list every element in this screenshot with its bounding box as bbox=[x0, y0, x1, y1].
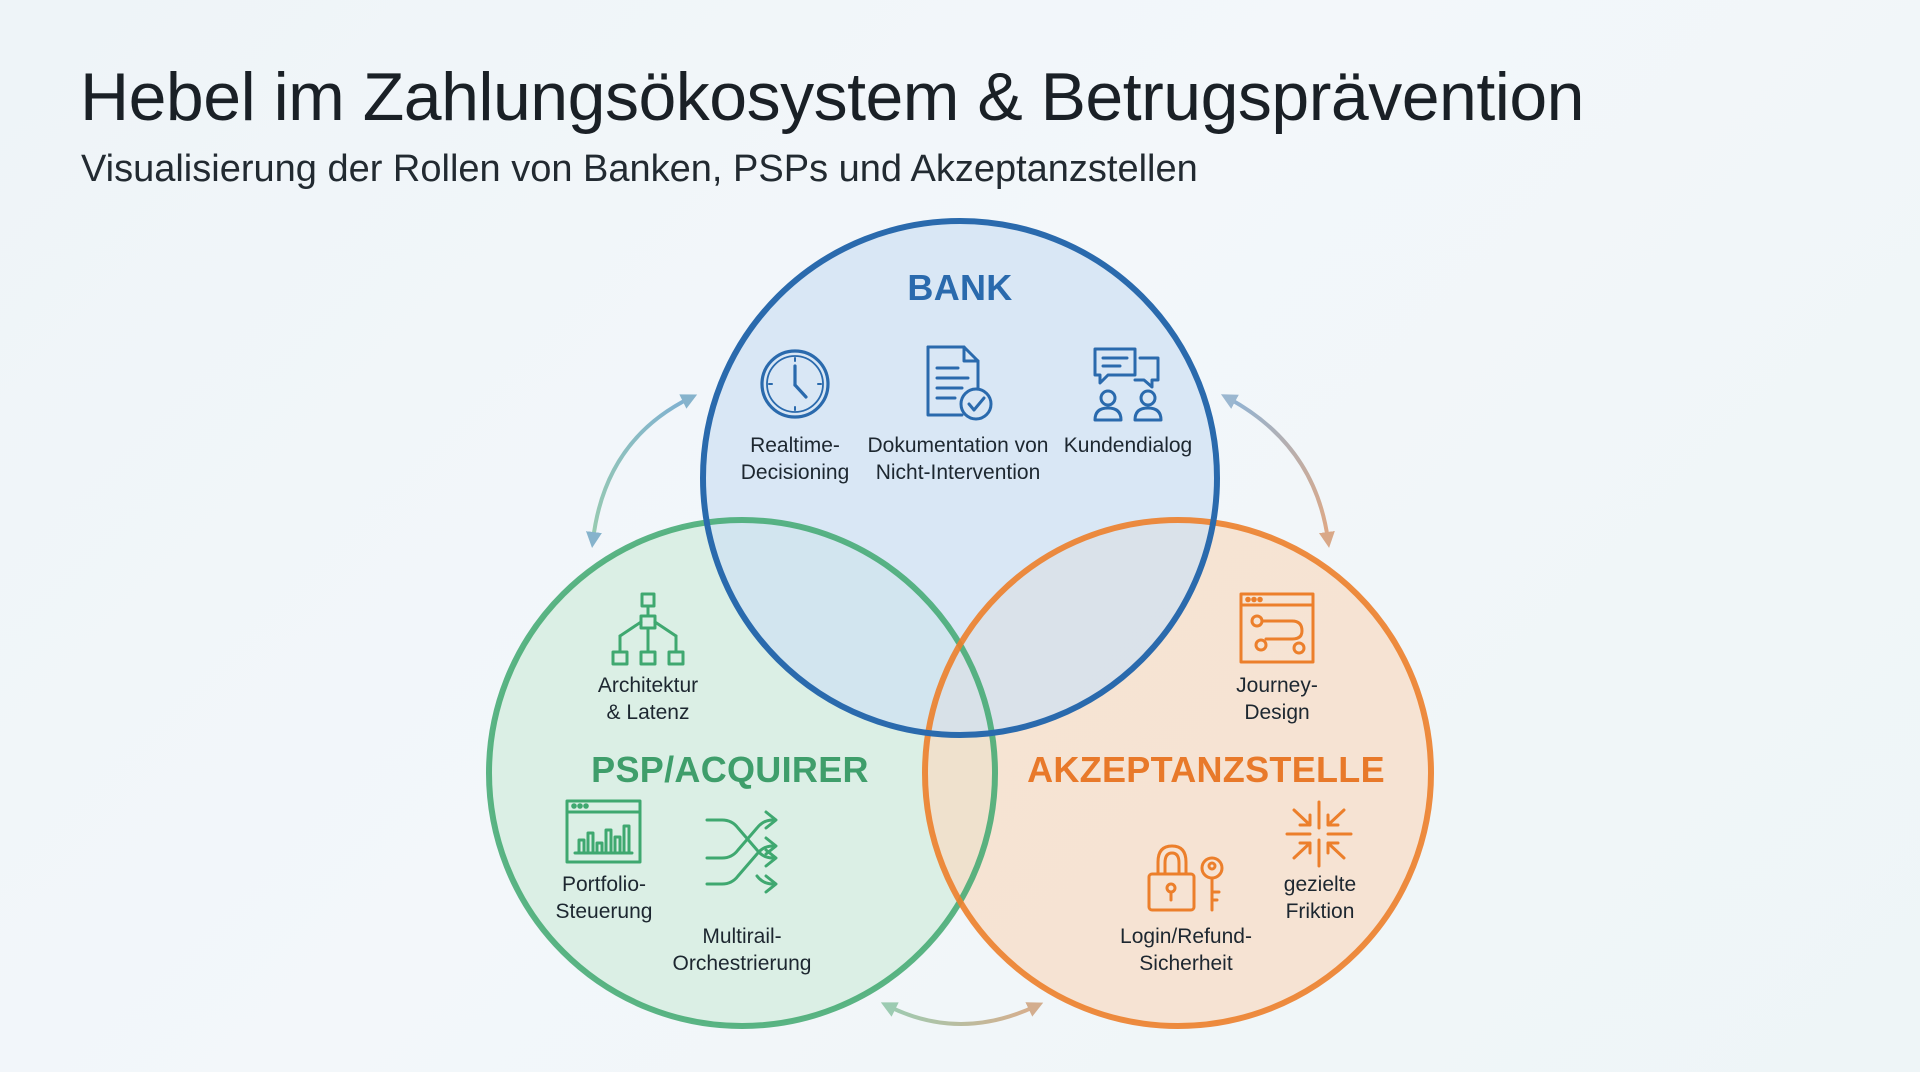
merchant-item-3-line1: Login/Refund- bbox=[1120, 925, 1252, 948]
dashboard-chart-icon bbox=[565, 799, 642, 864]
document-check-icon bbox=[926, 345, 993, 421]
psp-merchant-arrow bbox=[880, 1002, 1044, 1026]
converge-arrows-icon bbox=[1285, 800, 1353, 868]
merchant-item-2-line2: Friktion bbox=[1286, 900, 1355, 923]
bank-item-2-line1: Dokumentation von bbox=[868, 434, 1049, 457]
clock-icon bbox=[760, 349, 830, 419]
merchant-item-3-line2: Sicherheit bbox=[1139, 952, 1233, 975]
psp-item-1-line1: Architektur bbox=[598, 674, 698, 697]
lock-key-icon bbox=[1147, 844, 1224, 912]
bank-item-2-line2: Nicht-Intervention bbox=[876, 461, 1041, 484]
page-subtitle: Visualisierung der Rollen von Banken, PS… bbox=[81, 148, 1198, 190]
merchant-item-1-line2: Design bbox=[1244, 701, 1309, 724]
merchant-label: AKZEPTANZSTELLE bbox=[1027, 749, 1385, 790]
psp-item-1-line2: & Latenz bbox=[607, 701, 690, 724]
psp-label: PSP/ACQUIRER bbox=[591, 749, 869, 790]
hierarchy-icon bbox=[611, 592, 685, 666]
psp-item-2-line1: Portfolio- bbox=[562, 873, 646, 896]
bank-circle-fill bbox=[703, 221, 1217, 735]
psp-circle bbox=[486, 517, 998, 1029]
page-title: Hebel im Zahlungsökosystem & Betrugspräv… bbox=[80, 59, 1584, 135]
psp-item-2-line2: Steuerung bbox=[556, 900, 653, 923]
bank-merchant-arrow bbox=[1220, 394, 1335, 548]
merchant-item-2-line1: gezielte bbox=[1284, 873, 1356, 896]
bank-label: BANK bbox=[907, 267, 1012, 308]
merchant-item-1-line1: Journey- bbox=[1236, 674, 1318, 697]
bank-item-1-line2: Decisioning bbox=[741, 461, 850, 484]
customer-dialog-icon bbox=[1093, 347, 1163, 422]
bank-item-1-line1: Realtime- bbox=[750, 434, 840, 457]
journey-window-icon bbox=[1239, 592, 1315, 664]
bank-psp-arrow bbox=[586, 394, 698, 548]
bank-item-3-line1: Kundendialog bbox=[1064, 434, 1192, 457]
merchant-circle bbox=[922, 517, 1434, 1029]
psp-item-3-line1: Multirail- bbox=[702, 925, 781, 948]
shuffle-icon bbox=[705, 810, 778, 894]
bank-circle bbox=[700, 218, 1220, 738]
psp-item-3-line2: Orchestrierung bbox=[673, 952, 812, 975]
